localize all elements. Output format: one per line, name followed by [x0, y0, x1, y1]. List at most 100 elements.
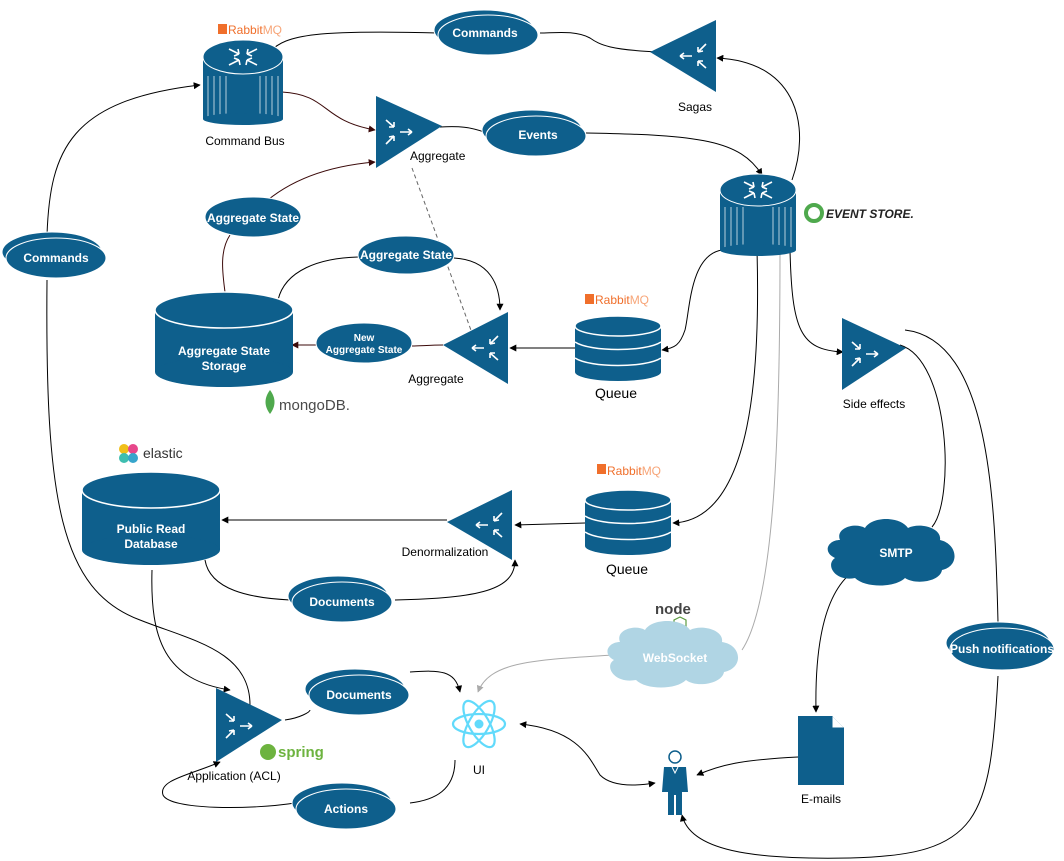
svg-text:node: node	[655, 601, 691, 618]
edge-push-to-user	[680, 675, 999, 859]
svg-text:mongoDB.: mongoDB.	[279, 397, 350, 414]
svg-text:Commands: Commands	[23, 251, 89, 265]
edge-aggregate-to-events	[439, 126, 485, 133]
edge-sideeffects-to-smtp	[899, 344, 946, 528]
svg-text:elastic: elastic	[143, 445, 183, 461]
svg-text:RabbitMQ: RabbitMQ	[595, 293, 649, 307]
smtp-cloud[interactable]: SMTP	[827, 519, 955, 586]
ui-react-icon[interactable]	[451, 696, 507, 751]
svg-text:Aggregate State: Aggregate State	[207, 211, 299, 225]
edge-documents-to-ui	[409, 670, 463, 693]
edge-documents-to-denorm	[394, 559, 519, 601]
edge-storage-to-state-mid	[277, 256, 359, 301]
event-store-router[interactable]	[719, 173, 797, 256]
public-read-database-db[interactable]: Public Read Database	[81, 471, 221, 565]
email-document-icon[interactable]	[798, 716, 844, 785]
svg-text:SMTP: SMTP	[879, 546, 912, 560]
svg-text:Push notifications: Push notifications	[950, 642, 1054, 656]
queue-2-db[interactable]	[584, 489, 672, 555]
svg-text:Actions: Actions	[324, 802, 368, 816]
svg-text:Aggregate State: Aggregate State	[326, 345, 403, 356]
logo-rabbitmq-low: RabbitMQ	[597, 464, 661, 478]
logo-event-store: EVENT STORE.	[804, 203, 914, 223]
logo-mongodb: mongoDB.	[265, 390, 350, 414]
logo-rabbitmq-top: RabbitMQ	[218, 23, 282, 37]
logo-spring: spring	[260, 744, 324, 761]
svg-text:EVENT STORE.: EVENT STORE.	[826, 207, 914, 221]
edge-eventstore-to-queue1	[661, 249, 723, 353]
logo-elastic: elastic	[119, 444, 183, 463]
svg-text:Public Read: Public Read	[117, 522, 186, 536]
edge-storage-to-state	[222, 234, 231, 293]
edge-state-mid-to-aggregate	[453, 257, 504, 311]
documents-low-message[interactable]: Documents	[304, 668, 410, 716]
actions-message[interactable]: Actions	[291, 782, 397, 830]
ui-label: UI	[473, 763, 485, 777]
svg-text:Commands: Commands	[452, 26, 518, 40]
edge-smtp-to-email	[812, 573, 851, 713]
svg-text:RabbitMQ: RabbitMQ	[228, 23, 282, 37]
documents-mid-message[interactable]: Documents	[287, 575, 393, 623]
edge-actions-to-application	[162, 761, 296, 809]
side-effects-node[interactable]	[842, 318, 906, 390]
side-effects-label: Side effects	[843, 397, 905, 411]
user-icon[interactable]	[662, 750, 688, 815]
svg-text:RabbitMQ: RabbitMQ	[607, 464, 661, 478]
application-acl-label: Application (ACL)	[187, 769, 280, 783]
svg-text:Aggregate State: Aggregate State	[178, 344, 270, 358]
edge-commands-to-commandbus	[269, 31, 439, 53]
aggregate-state-left-message[interactable]: Aggregate State	[204, 196, 302, 238]
command-bus-router[interactable]	[202, 39, 284, 125]
aggregate-top-label: Aggregate	[410, 149, 466, 163]
svg-text:Storage: Storage	[202, 359, 247, 373]
commands-left-message[interactable]: Commands	[1, 231, 107, 279]
aggregate-mid-node[interactable]	[443, 312, 508, 384]
edges	[46, 31, 999, 859]
edge-queue2-to-denorm	[514, 521, 586, 529]
logo-rabbitmq-mid: RabbitMQ	[585, 293, 649, 307]
aggregate-top-node[interactable]	[376, 96, 442, 168]
events-message[interactable]: Events	[481, 109, 587, 157]
edge-db-to-application	[151, 569, 231, 693]
edge-websocket-to-ui	[476, 654, 614, 693]
command-bus-label: Command Bus	[205, 134, 284, 148]
edge-eventstore-to-websocket	[741, 249, 781, 651]
edge-commands-to-commandbus-left	[46, 82, 201, 236]
edge-commandbus-to-aggregate	[281, 91, 376, 133]
svg-text:WebSocket: WebSocket	[643, 651, 707, 665]
edge-application-to-commands	[46, 279, 251, 706]
edge-email-to-user	[696, 756, 799, 776]
edge-application-to-documents	[284, 709, 311, 721]
edge-state-to-aggregate	[261, 159, 376, 206]
sagas-label: Sagas	[678, 100, 712, 114]
aggregate-state-storage-db[interactable]: Aggregate State Storage	[154, 291, 294, 387]
queue-1-db[interactable]	[574, 315, 662, 381]
svg-text:Database: Database	[124, 537, 178, 551]
denormalization-node[interactable]	[447, 490, 512, 560]
edge-events-to-eventstore	[585, 132, 763, 176]
new-aggregate-state-message[interactable]: New Aggregate State	[315, 322, 413, 364]
commands-top-message[interactable]: Commands	[433, 9, 539, 56]
edge-sideeffects-to-push	[904, 329, 999, 623]
edge-eventstore-to-sagas	[716, 54, 801, 181]
svg-text:New: New	[354, 333, 375, 344]
edge-sagas-to-commands	[539, 31, 661, 53]
edge-eventstore-to-sideeffects	[789, 249, 844, 356]
websocket-cloud[interactable]: WebSocket	[607, 621, 739, 688]
application-acl-node[interactable]	[216, 688, 282, 762]
edge-ui-to-actions	[409, 759, 456, 804]
queue-1-label: Queue	[595, 385, 637, 401]
sagas-node[interactable]	[650, 20, 716, 92]
aggregate-mid-label: Aggregate	[408, 372, 464, 386]
push-notifications-message[interactable]: Push notifications	[945, 621, 1055, 671]
emails-label: E-mails	[801, 792, 841, 806]
svg-text:Aggregate State: Aggregate State	[360, 248, 452, 262]
edge-aggregate-to-newstate	[411, 344, 444, 347]
svg-text:Documents: Documents	[309, 595, 375, 609]
denormalization-label: Denormalization	[402, 545, 489, 559]
queue-2-label: Queue	[606, 561, 648, 577]
svg-text:Events: Events	[518, 128, 558, 142]
edge-ui-to-user	[519, 721, 656, 788]
aggregate-state-mid-message[interactable]: Aggregate State	[357, 235, 455, 275]
